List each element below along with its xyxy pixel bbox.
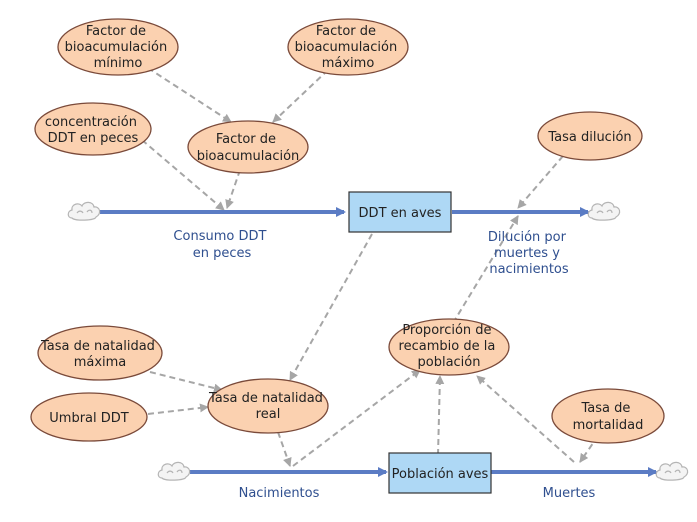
link-nacimientos-to-proporcion (292, 369, 421, 467)
cloud-icon (67, 201, 101, 221)
variable-label: Factor de bioacumulación máximo (295, 24, 402, 71)
variable-tasa-natalidad-real[interactable]: Tasa de natalidad real (207, 378, 329, 434)
link-poblacion-to-proporcion (435, 375, 445, 456)
links (141, 67, 599, 467)
variable-tasa-dilucion[interactable]: Tasa dilución (537, 111, 643, 161)
stock-label: Población aves (392, 467, 489, 482)
variable-label: Factor de bioacumulación (197, 132, 300, 164)
link-natalidad-to-nacimientos (277, 431, 292, 467)
variable-proporcion-recambio[interactable]: Proporción de recambio de la población (388, 318, 510, 376)
variable-factor-bioacumulacion[interactable]: Factor de bioacumulación (187, 120, 309, 174)
link-factor-max-to-factor (272, 69, 329, 123)
variable-label: Umbral DDT (49, 411, 129, 426)
variable-label: Tasa de natalidad máxima (40, 339, 159, 370)
flow-label-dilucion: Dilución por muertes y nacimientos (488, 230, 570, 277)
variable-factor-bioacumulacion-maximo[interactable]: Factor de bioacumulación máximo (287, 18, 409, 76)
variable-label: Proporción de recambio de la población (399, 323, 500, 370)
variable-label: Tasa dilución (547, 130, 631, 145)
variable-label: Tasa de natalidad real (208, 391, 327, 422)
stock-ddt-aves[interactable]: DDT en aves (348, 191, 452, 233)
variable-concentracion-ddt-peces[interactable]: concentración DDT en peces (34, 102, 152, 156)
cloud-icon (157, 461, 191, 481)
cloud-icon (655, 461, 689, 481)
link-umbral-to-natalidad (147, 403, 209, 415)
link-natmax-to-natalidad (149, 371, 223, 393)
variable-tasa-natalidad-maxima[interactable]: Tasa de natalidad máxima (37, 325, 163, 381)
variable-label: concentración DDT en peces (45, 115, 141, 146)
link-factor-to-consumo (225, 169, 241, 209)
link-tasa-dilucion-to-dilucion (517, 155, 564, 209)
flows (100, 207, 658, 477)
flow-label-nacimientos: Nacimientos (239, 486, 320, 501)
stock-poblacion-aves[interactable]: Población aves (388, 452, 492, 494)
variable-label: Tasa de mortalidad (573, 401, 644, 433)
variable-factor-bioacumulacion-minimo[interactable]: Factor de bioacumulación mínimo (57, 18, 179, 76)
link-proporcion-to-dilucion (452, 215, 519, 324)
flow-label-consumo: Consumo DDT en peces (173, 229, 270, 261)
clouds (67, 201, 689, 481)
flow-label-muertes: Muertes (543, 486, 596, 501)
variable-umbral-ddt[interactable]: Umbral DDT (30, 392, 148, 442)
link-ddt-to-natalidad (289, 233, 373, 381)
link-concentracion-to-consumo (141, 139, 225, 211)
variable-tasa-mortalidad[interactable]: Tasa de mortalidad (551, 388, 665, 444)
variable-label: Factor de bioacumulación mínimo (65, 24, 172, 71)
cloud-icon (587, 201, 621, 221)
link-muertes-to-proporcion (476, 375, 575, 463)
link-factor-min-to-factor (147, 67, 232, 123)
stock-label: DDT en aves (359, 206, 442, 221)
